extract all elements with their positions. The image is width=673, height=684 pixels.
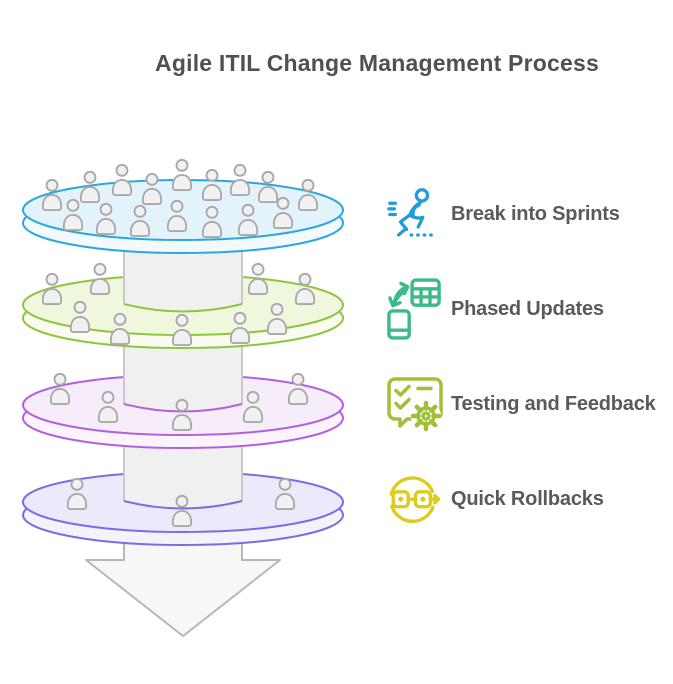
device-sync-icon <box>383 278 445 340</box>
person-icon <box>111 163 133 196</box>
legend-item-quick-rollbacks: Quick Rollbacks <box>383 468 656 530</box>
legend-label-quick-rollbacks: Quick Rollbacks <box>451 487 604 510</box>
legend-label-break-into-sprints: Break into Sprints <box>451 202 620 225</box>
legend: Break into Sprints Phased Updates <box>383 183 656 563</box>
legend-label-testing-and-feedback: Testing and Feedback <box>451 392 656 415</box>
legend-label-phased-updates: Phased Updates <box>451 297 604 320</box>
sprint-runner-icon <box>383 187 445 241</box>
checklist-gear-icon <box>383 375 445 433</box>
person-icon <box>229 163 251 196</box>
person-icon <box>171 158 193 191</box>
legend-item-phased-updates: Phased Updates <box>383 278 656 340</box>
page-title: Agile ITIL Change Management Process <box>155 50 599 76</box>
legend-item-testing-and-feedback: Testing and Feedback <box>383 373 656 435</box>
rollback-loop-icon <box>383 469 445 529</box>
legend-item-break-into-sprints: Break into Sprints <box>383 183 656 245</box>
